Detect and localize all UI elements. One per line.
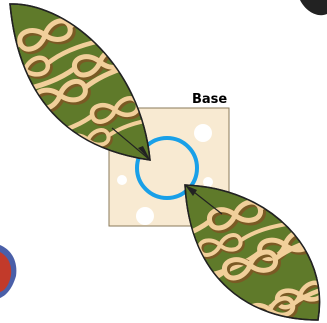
leaf-stem — [111, 127, 151, 161]
arrow-head-icon — [185, 185, 197, 196]
base-dot — [194, 124, 212, 142]
base-panel: Base — [108, 92, 230, 227]
base-dot — [117, 175, 127, 185]
bottom-left-decoration — [0, 245, 17, 298]
base-dot — [203, 177, 213, 187]
arrow-head-icon — [138, 146, 150, 160]
base-label: Base — [192, 92, 227, 107]
base-dot — [136, 207, 154, 225]
top-right-decoration — [300, 0, 327, 16]
join-ring — [135, 136, 199, 200]
